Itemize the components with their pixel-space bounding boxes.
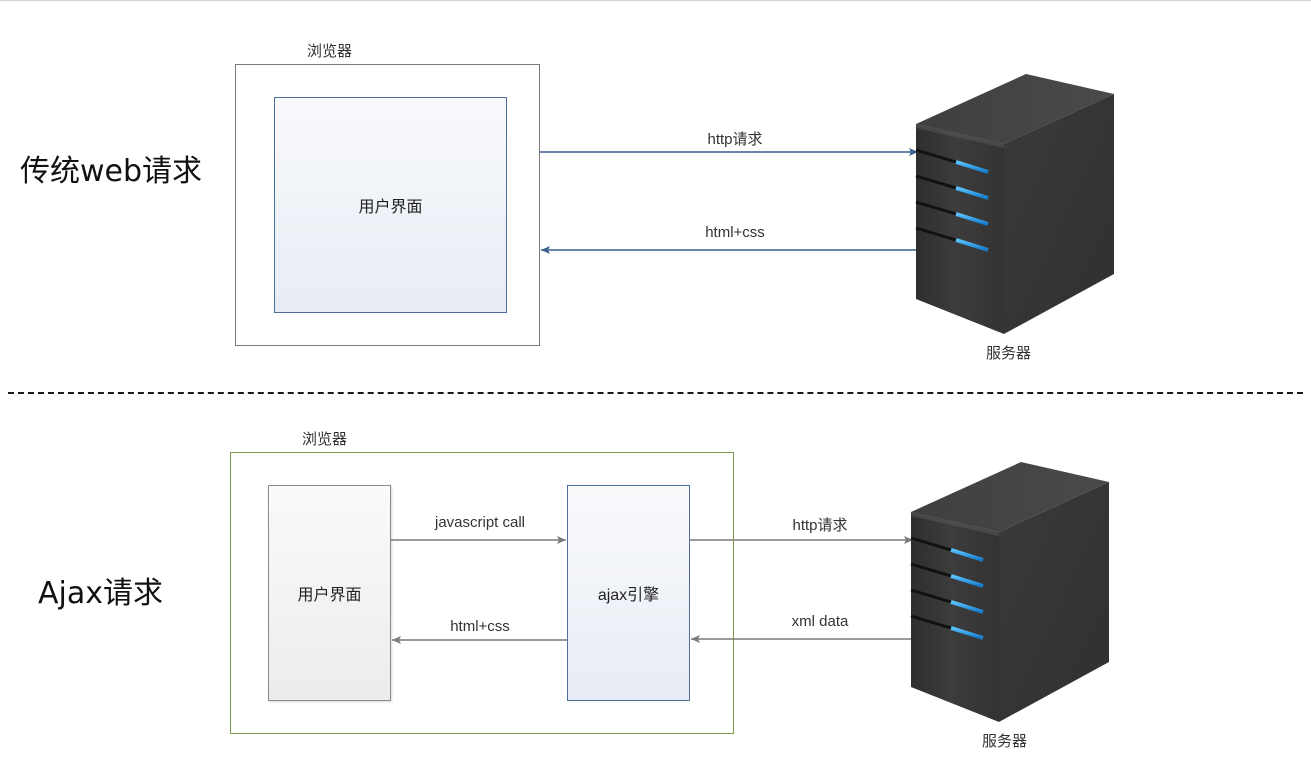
traditional-server-label: 服务器 (986, 345, 1032, 362)
traditional-user-interface-box: 用户界面 (274, 97, 507, 313)
ajax-request-label: http请求 (792, 517, 848, 534)
ajax-engine-box: ajax引擎 (567, 485, 690, 701)
ajax-engine-label: ajax引擎 (597, 587, 660, 604)
ajax-response-label: xml data (791, 613, 849, 630)
traditional-browser-label: 浏览器 (307, 43, 353, 60)
traditional-section-title: 传统web请求 (20, 154, 203, 189)
server-icon (915, 74, 1114, 334)
section-divider (8, 392, 1303, 394)
js-call-label: javascript call (434, 514, 526, 531)
top-border-line (0, 0, 1311, 1)
traditional-ui-box-label: 用户界面 (358, 199, 423, 216)
engine-response-label: html+css (450, 618, 510, 635)
ajax-browser-label: 浏览器 (302, 431, 348, 448)
traditional-request-label: http请求 (707, 131, 763, 148)
ajax-section-title: Ajax请求 (38, 576, 163, 611)
server-drive-slots (915, 148, 989, 252)
ajax-ui-box-label: 用户界面 (297, 587, 362, 604)
server-icon (910, 462, 1109, 722)
traditional-response-label: html+css (705, 224, 765, 241)
server-drive-slots (910, 536, 984, 640)
ajax-server-label: 服务器 (982, 733, 1028, 750)
ajax-user-interface-box: 用户界面 (268, 485, 391, 701)
